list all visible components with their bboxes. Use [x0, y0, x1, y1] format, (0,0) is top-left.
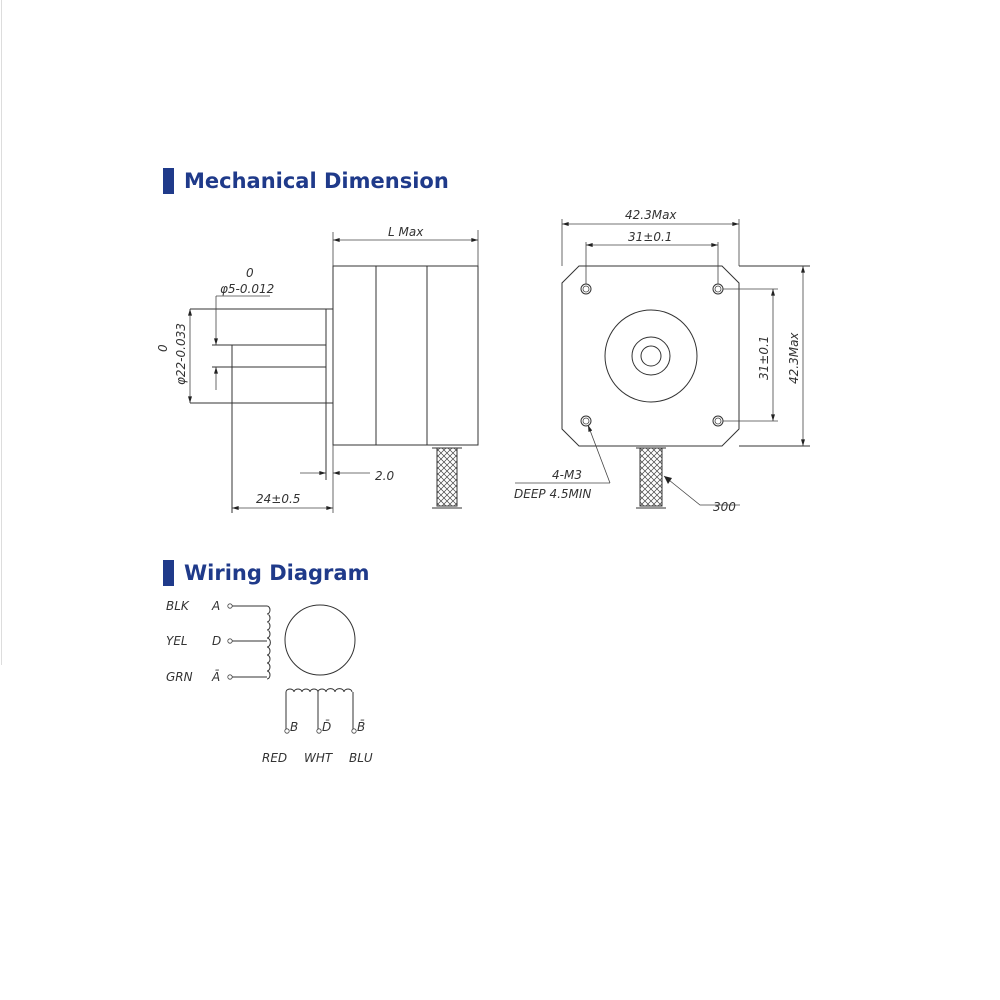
cable-icon: [639, 447, 663, 507]
pilot-boss: [604, 309, 698, 403]
wiring-diagram-title: Wiring Diagram: [184, 561, 370, 585]
shaft-diameter-label: φ5-0.012: [220, 282, 274, 296]
width-label: 42.3Max: [625, 208, 677, 222]
boss-diameter-label: φ22-0.033: [174, 323, 188, 385]
wiring-diagram: BLK A YEL D GRN Ā B D̄ B̄ RED WHT BLU: [166, 599, 373, 765]
pin-b-bar: B̄: [357, 720, 365, 734]
mounting-holes: [580, 283, 724, 427]
motor-body: [332, 265, 479, 446]
shaft: [640, 345, 662, 367]
hole-spacing-v-label: 31±0.1: [757, 336, 771, 380]
length-label: L Max: [388, 225, 424, 239]
terminal-icon: [351, 728, 357, 734]
terminal-icon: [316, 728, 322, 734]
coil-b-icon: [285, 688, 353, 693]
rotor-icon: [284, 604, 356, 676]
pin-d-bar: D̄: [322, 720, 331, 734]
wiring-diagram-heading: Wiring Diagram: [163, 560, 369, 586]
terminal-icon: [284, 728, 290, 734]
wire-color-grn: GRN: [166, 670, 193, 684]
motor-face: [561, 265, 740, 447]
shaft-length-label: 24±0.5: [256, 492, 300, 506]
hole-depth-label: DEEP 4.5MIN: [514, 487, 591, 501]
mechanical-dimension-heading: Mechanical Dimension: [163, 168, 449, 194]
holes-label: 4-M3: [552, 468, 582, 482]
wire-color-blk: BLK: [166, 599, 190, 613]
boss-tol-upper: 0: [156, 344, 170, 352]
page-edge-line: [1, 0, 2, 665]
pin-a-bar: Ā: [211, 670, 220, 684]
cable-length-label: 300: [713, 500, 736, 514]
height-label: 42.3Max: [787, 332, 801, 384]
coil-a-icon: [266, 605, 271, 680]
hole-spacing-h-label: 31±0.1: [628, 230, 672, 244]
heading-bar-icon: [163, 168, 174, 194]
hole-leader: [587, 424, 611, 484]
cable-leader: [663, 475, 740, 506]
heading-bar-icon: [163, 560, 174, 586]
pin-d: D: [212, 634, 221, 648]
wire-color-blu: BLU: [349, 751, 373, 765]
pin-b: B: [290, 720, 298, 734]
terminal-icon: [227, 603, 233, 609]
wire-color-red: RED: [262, 751, 287, 765]
shaft-tol-upper: 0: [246, 266, 254, 280]
boss-height-label: 2.0: [375, 469, 394, 483]
mechanical-dimension-title: Mechanical Dimension: [184, 169, 449, 193]
cable-icon: [436, 447, 458, 507]
terminal-icon: [227, 674, 233, 680]
pin-a: A: [211, 599, 220, 613]
wire-color-wht: WHT: [304, 751, 334, 765]
side-view: L Max φ22-0.033 0 φ5-0.012 0 2.0 24±0.5: [156, 225, 479, 513]
wire-color-yel: YEL: [166, 634, 188, 648]
front-view: 42.3Max 31±0.1 31±0.1 42.3Max 4-M3 DEEP …: [514, 208, 810, 514]
terminal-icon: [227, 638, 233, 644]
